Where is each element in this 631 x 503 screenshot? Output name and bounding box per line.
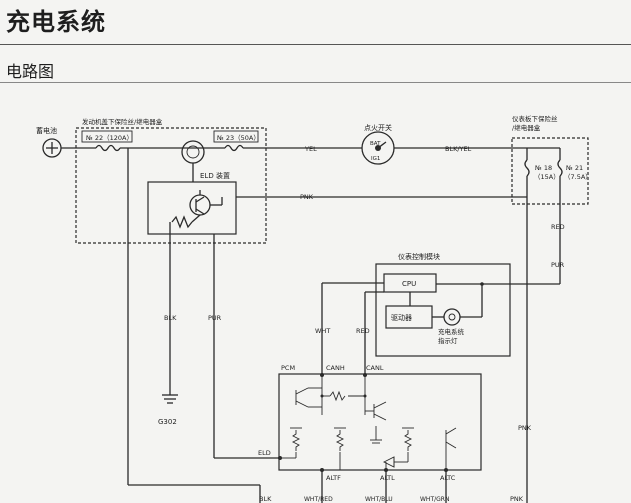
canl-label: CANL xyxy=(366,364,384,372)
wire-blk-bottom: BLK xyxy=(259,495,272,503)
wire-blk-left: BLK xyxy=(164,314,177,322)
dash-box-label-2: /继电器盒 xyxy=(512,123,541,132)
ground-label: G302 xyxy=(158,418,177,426)
wire-wht-red: WHT/RED xyxy=(304,496,333,503)
ignition-switch-label: 点火开关 xyxy=(364,123,392,132)
fuse-18-amp: （15A） xyxy=(534,173,560,181)
eld-unit-box xyxy=(147,181,237,235)
eld-resistor-symbol xyxy=(171,215,193,229)
wire-red-mid: RED xyxy=(356,327,370,335)
ignition-bat-label: BAT xyxy=(370,141,381,147)
pcm-terminal-canh xyxy=(320,373,324,377)
battery-label: 蓄电池 xyxy=(36,126,57,135)
fuse-22-symbol xyxy=(95,144,121,152)
ground-g302-symbol xyxy=(162,394,178,404)
altc-label: ALTC xyxy=(440,474,456,482)
wire-blk-yel: BLK/YEL xyxy=(445,145,472,153)
lamp-label-2: 指示灯 xyxy=(438,336,458,345)
pcm-internal-circuit xyxy=(280,375,457,470)
wire-pnk-right: PNK xyxy=(518,424,532,432)
underhood-box-label: 发动机盖下保险丝/继电器盒 xyxy=(82,117,163,126)
wire-pur-left: PUR xyxy=(208,314,222,322)
charge-lamp-symbol xyxy=(443,308,461,326)
relay-coil-symbol xyxy=(181,140,205,182)
canh-label: CANH xyxy=(326,364,345,372)
ignition-ig1-label: IG1 xyxy=(371,156,380,162)
eld-unit-label: ELD 装置 xyxy=(200,171,230,180)
fuse-23-label: № 23（50A） xyxy=(216,134,260,142)
fuse-18-number: № 18 xyxy=(534,164,552,172)
section-title: 电路图 xyxy=(6,62,55,81)
wire-wht-blu: WHT/BLU xyxy=(365,496,393,503)
pcm-terminal-canl xyxy=(363,373,367,377)
wire-wht: WHT xyxy=(315,327,330,335)
driver-label: 驱动器 xyxy=(391,313,412,322)
wire-pur-right: PUR xyxy=(551,261,565,269)
dash-fuse-box xyxy=(511,137,589,205)
altf-label: ALTF xyxy=(326,474,341,482)
underhood-box xyxy=(75,127,267,244)
battery-symbol xyxy=(42,138,62,158)
fuse-22-label: № 22（120A） xyxy=(85,134,133,142)
wire-pnk-top: PNK xyxy=(300,193,314,201)
wire-yel: YEL xyxy=(304,145,317,153)
gauge-module-label: 仪表控制模块 xyxy=(398,252,440,261)
eld-terminal-label: ELD xyxy=(258,449,271,457)
section-divider xyxy=(0,82,631,83)
eld-transistor-symbol xyxy=(189,190,211,216)
title-divider xyxy=(0,44,631,45)
fuse-23-symbol xyxy=(224,144,244,152)
lamp-label-1: 充电系统 xyxy=(438,327,465,336)
pcm-label: PCM xyxy=(281,364,295,372)
gauge-control-module xyxy=(375,263,511,357)
wire-red-right: RED xyxy=(551,223,565,231)
fuse-21-amp: （7.5A） xyxy=(564,173,592,181)
fuse-21-symbol xyxy=(557,159,563,177)
dash-box-label-1: 仪表板下保险丝 xyxy=(512,114,558,123)
page-title: 充电系统 xyxy=(6,8,106,36)
pcm-terminal-eld xyxy=(278,456,282,460)
cpu-label: CPU xyxy=(402,280,416,288)
wire-wht-grn: WHT/GRN xyxy=(420,496,449,503)
altl-label: ALTL xyxy=(380,474,395,482)
pcm-box xyxy=(278,373,482,471)
fuse-21-number: № 21 xyxy=(565,164,583,172)
fuse-18-symbol xyxy=(524,159,530,177)
wire-pnk-bottom: PNK xyxy=(510,495,524,503)
